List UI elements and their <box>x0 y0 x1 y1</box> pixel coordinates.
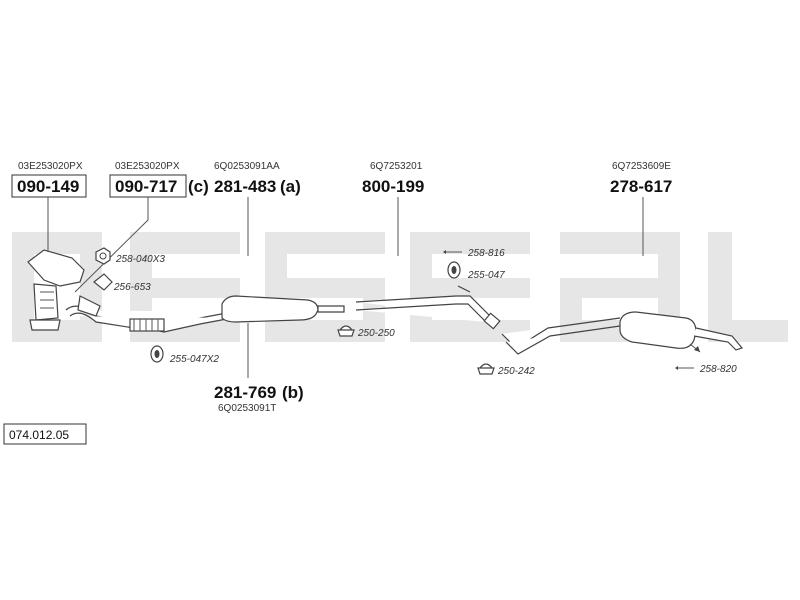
oem-number: 03E253020PX <box>115 161 180 172</box>
part-number: 090-149 <box>17 177 79 196</box>
hardware-label: 256-653 <box>113 282 151 293</box>
part-ref-090-717[interactable]: 03E253020PX 090-717 (c) <box>109 161 209 198</box>
part-suffix: (b) <box>282 383 304 402</box>
hardware-label: 255-047X2 <box>169 354 219 365</box>
part-suffix: (a) <box>280 177 301 196</box>
bolt-head <box>675 366 678 370</box>
gasket-icon <box>93 273 113 291</box>
part-number: 281-769 <box>214 383 276 402</box>
part-ref-278-617[interactable]: 6Q7253609E 278-617 <box>610 161 672 196</box>
hardware-label: 250-242 <box>497 366 535 377</box>
hardware-258-820[interactable]: 258-820 <box>675 364 737 375</box>
catalog-code-box <box>3 423 87 445</box>
oem-number: 6Q0253091T <box>218 403 276 414</box>
mount-hole <box>154 350 160 358</box>
hardware-label: 258-820 <box>699 364 737 375</box>
oem-number: 03E253020PX <box>18 161 83 172</box>
part-number: 090-717 <box>115 177 177 196</box>
clamp-icon <box>477 363 495 375</box>
oem-number: 6Q0253091AA <box>214 161 280 172</box>
part-number: 278-617 <box>610 177 672 196</box>
flex-joint <box>129 318 165 332</box>
hardware-250-242[interactable]: 250-242 <box>477 363 535 377</box>
nut-hole <box>99 252 107 260</box>
intermediate-pipe[interactable] <box>355 285 501 330</box>
clamp-icon <box>337 325 355 337</box>
hardware-255-047X2[interactable]: 255-047X2 <box>150 345 219 365</box>
part-box <box>11 174 87 198</box>
pipe-end <box>483 312 501 330</box>
part-number: 800-199 <box>362 177 424 196</box>
catalog-number: 074.012.05 <box>9 428 69 442</box>
hardware-256-653[interactable]: 256-653 <box>93 273 151 293</box>
oem-number: 6Q7253201 <box>370 161 423 172</box>
part-ref-090-149[interactable]: 03E253020PX 090-149 <box>11 161 87 198</box>
catalytic-converter[interactable] <box>27 249 85 331</box>
hanger-arrow <box>689 343 701 353</box>
oem-number: 6Q7253609E <box>612 161 671 172</box>
part-ref-800-199[interactable]: 6Q7253201 800-199 <box>362 161 424 196</box>
hardware-258-816[interactable]: 258-816 <box>443 248 505 259</box>
part-ref-281-483[interactable]: 6Q0253091AA 281-483 (a) <box>214 161 301 196</box>
hardware-255-047[interactable]: 255-047 <box>447 261 505 281</box>
leader-lines <box>47 197 644 378</box>
centre-silencer[interactable] <box>221 295 345 323</box>
rear-silencer[interactable] <box>501 311 744 355</box>
hardware-250-250[interactable]: 250-250 <box>337 325 395 339</box>
part-suffix: (c) <box>188 177 209 196</box>
hardware-label: 258-040X3 <box>115 254 165 265</box>
hardware-label: 258-816 <box>467 248 505 259</box>
hardware-label: 250-250 <box>357 328 395 339</box>
front-pipe[interactable] <box>65 295 233 333</box>
part-number: 281-483 <box>214 177 276 196</box>
bolt-head <box>443 250 446 254</box>
part-ref-281-769[interactable]: 281-769 (b) 6Q0253091T <box>214 383 304 414</box>
mount-hole <box>451 266 457 274</box>
hardware-label: 255-047 <box>467 270 505 281</box>
catalog-code: 074.012.05 <box>3 423 87 445</box>
hardware-258-040X3[interactable]: 258-040X3 <box>95 247 165 265</box>
